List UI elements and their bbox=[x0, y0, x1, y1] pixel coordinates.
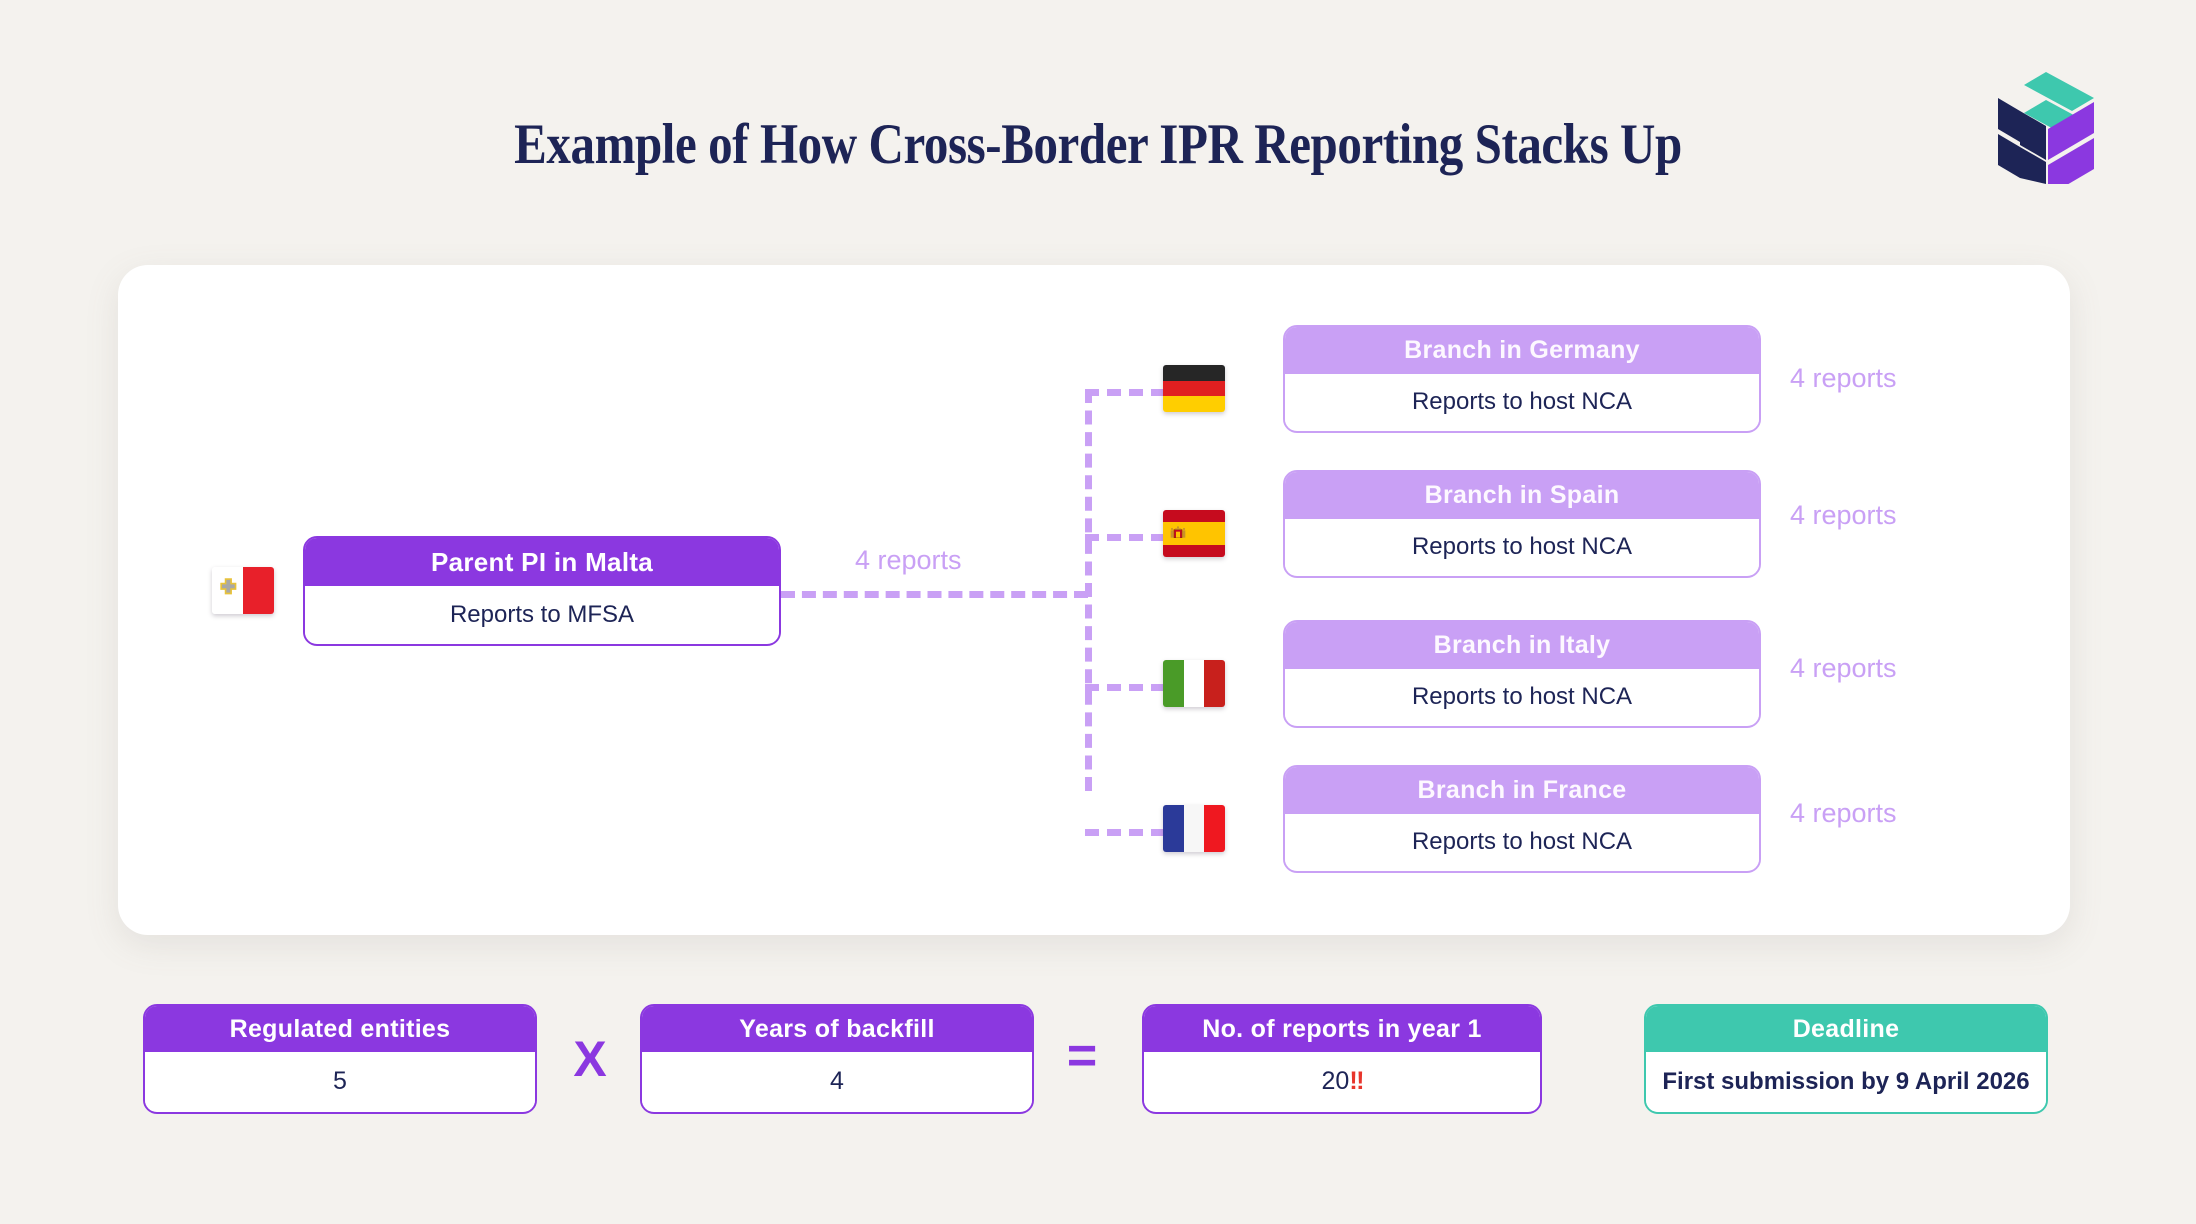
node-branch-title: Branch in France bbox=[1285, 767, 1759, 814]
node-branch-title: Branch in Spain bbox=[1285, 472, 1759, 519]
flag-germany-icon bbox=[1163, 365, 1225, 412]
deadline-card[interactable]: Deadline First submission by 9 April 202… bbox=[1644, 1004, 2048, 1114]
flag-spain-icon bbox=[1163, 510, 1225, 557]
formula-entities-label: Regulated entities bbox=[145, 1006, 535, 1052]
node-branch-title: Branch in Italy bbox=[1285, 622, 1759, 669]
branch-reports-label-italy: 4 reports bbox=[1790, 653, 1897, 683]
node-branch-subtitle: Reports to host NCA bbox=[1285, 814, 1759, 870]
multiply-operator-icon: X bbox=[573, 1031, 607, 1087]
deadline-value: First submission by 9 April 2026 bbox=[1646, 1052, 2046, 1111]
formula-backfill-value: 4 bbox=[642, 1052, 1032, 1111]
connector-parent-to-trunk bbox=[781, 591, 1088, 598]
node-branch-subtitle: Reports to host NCA bbox=[1285, 669, 1759, 725]
formula-backfill-label: Years of backfill bbox=[642, 1006, 1032, 1052]
formula-card-years-backfill[interactable]: Years of backfill 4 bbox=[640, 1004, 1034, 1114]
node-branch-italy[interactable]: Branch in Italy Reports to host NCA bbox=[1283, 620, 1761, 728]
flag-malta-icon bbox=[212, 567, 274, 614]
flag-italy-icon bbox=[1163, 660, 1225, 707]
connector-branch-germany bbox=[1085, 389, 1165, 396]
page-title: Example of How Cross-Border IPR Reportin… bbox=[514, 113, 1682, 176]
connector-branch-spain bbox=[1085, 534, 1165, 541]
branch-reports-label-spain: 4 reports bbox=[1790, 500, 1897, 530]
node-branch-subtitle: Reports to host NCA bbox=[1285, 374, 1759, 430]
double-exclamation-icon: ‼ bbox=[1349, 1067, 1364, 1095]
node-branch-title: Branch in Germany bbox=[1285, 327, 1759, 374]
formula-entities-value: 5 bbox=[145, 1052, 535, 1111]
trunk-reports-label: 4 reports bbox=[855, 545, 962, 575]
formula-card-reports-year-one[interactable]: No. of reports in year 1 20‼ bbox=[1142, 1004, 1542, 1114]
connector-branch-france bbox=[1085, 829, 1165, 836]
connector-branch-italy bbox=[1085, 684, 1165, 691]
formula-result-value: 20 bbox=[1321, 1067, 1350, 1095]
node-parent-malta[interactable]: Parent PI in Malta Reports to MFSA bbox=[303, 536, 781, 646]
branch-reports-label-france: 4 reports bbox=[1790, 798, 1897, 828]
formula-card-regulated-entities[interactable]: Regulated entities 5 bbox=[143, 1004, 537, 1114]
equals-operator-icon: = bbox=[1066, 1027, 1098, 1085]
node-branch-france[interactable]: Branch in France Reports to host NCA bbox=[1283, 765, 1761, 873]
connector-trunk-vertical bbox=[1085, 389, 1092, 791]
deadline-label: Deadline bbox=[1646, 1006, 2046, 1052]
node-parent-subtitle: Reports to MFSA bbox=[305, 586, 779, 643]
node-branch-germany[interactable]: Branch in Germany Reports to host NCA bbox=[1283, 325, 1761, 433]
node-branch-spain[interactable]: Branch in Spain Reports to host NCA bbox=[1283, 470, 1761, 578]
node-parent-title: Parent PI in Malta bbox=[305, 538, 779, 586]
branch-reports-label-germany: 4 reports bbox=[1790, 363, 1897, 393]
flag-france-icon bbox=[1163, 805, 1225, 852]
formula-result-value-row: 20‼ bbox=[1144, 1052, 1540, 1111]
node-branch-subtitle: Reports to host NCA bbox=[1285, 519, 1759, 575]
stacked-cube-logo-icon bbox=[1998, 72, 2094, 184]
formula-result-label: No. of reports in year 1 bbox=[1144, 1006, 1540, 1052]
